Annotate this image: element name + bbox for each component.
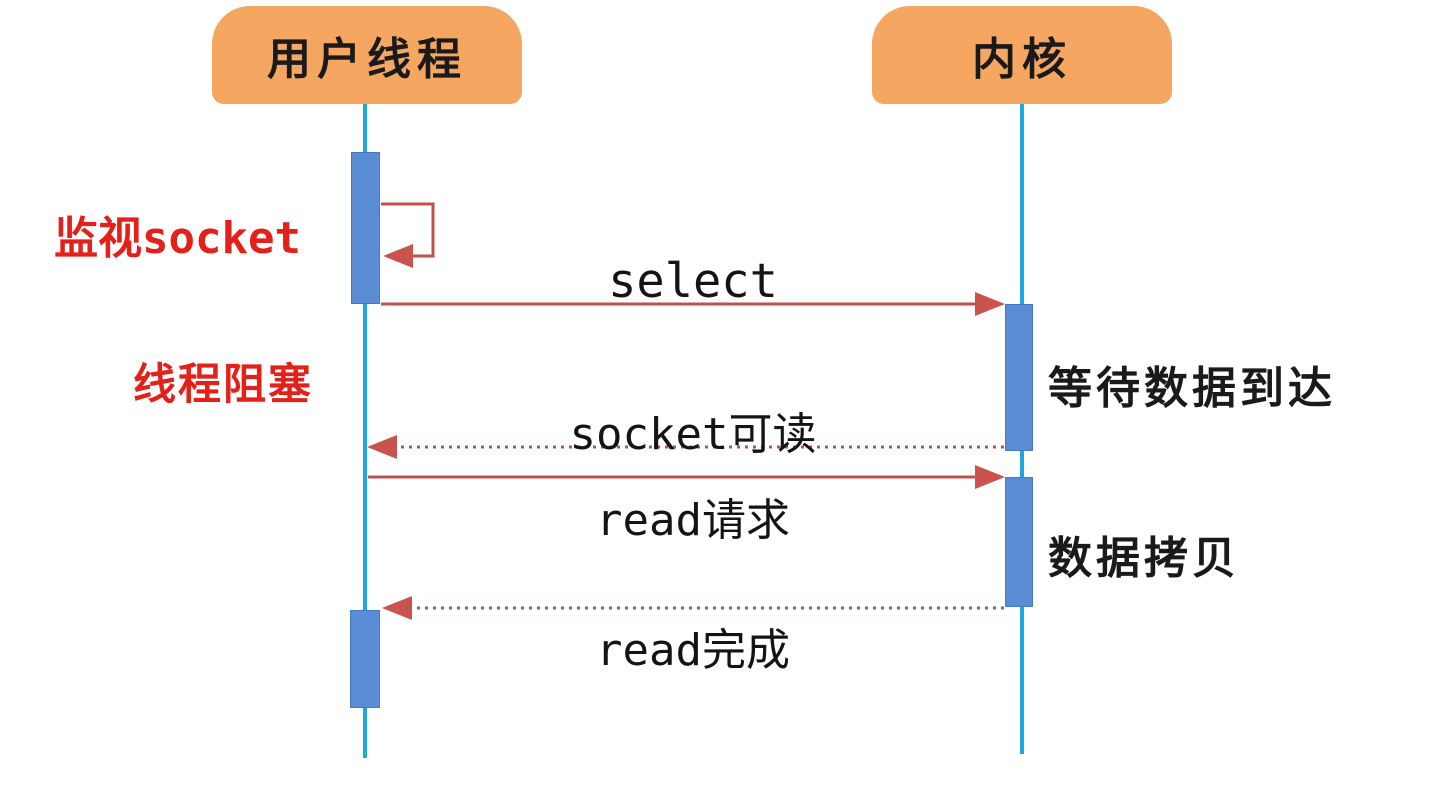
- message-label-read-complete: read完成: [596, 625, 790, 676]
- select-arrow: [381, 292, 1005, 316]
- note-thread-blocked: 线程阻塞: [133, 360, 313, 410]
- actor-label-user-thread: 用户线程: [267, 34, 467, 85]
- socket-readable-arrow: [367, 435, 1004, 459]
- activation-kernel-data-copy: [1005, 477, 1033, 607]
- read-complete-arrow: [382, 596, 1004, 620]
- message-label-select: select: [608, 254, 778, 309]
- lifeline-user-thread: [363, 103, 367, 758]
- note-data-copy: 数据拷贝: [1048, 533, 1240, 584]
- self-loop-arrow: [381, 202, 435, 268]
- actor-box-kernel: 内核: [872, 6, 1172, 104]
- actor-label-kernel: 内核: [972, 34, 1072, 85]
- activation-kernel-wait-data: [1005, 304, 1033, 451]
- note-monitor-socket: 监视socket: [54, 213, 301, 264]
- actor-box-user-thread: 用户线程: [212, 6, 522, 104]
- activation-user-read-done: [350, 610, 380, 708]
- message-label-socket-readable: socket可读: [569, 409, 817, 460]
- message-label-read-request: read请求: [596, 495, 790, 546]
- read-request-arrow: [368, 465, 1005, 489]
- activation-user-select: [351, 152, 380, 304]
- note-wait-data-arrive: 等待数据到达: [1048, 363, 1336, 414]
